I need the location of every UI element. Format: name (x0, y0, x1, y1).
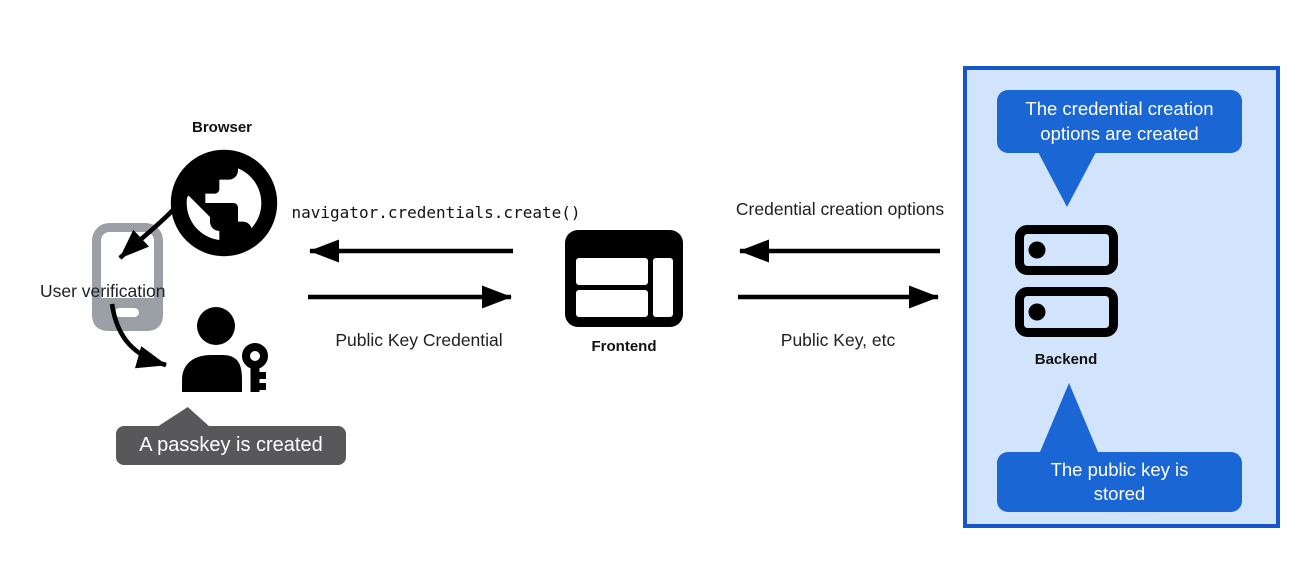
message-public-key-credential: Public Key Credential (335, 330, 503, 350)
user-verification-label: User verification (40, 281, 166, 301)
credential-options-bubble: The credential creation options are crea… (997, 90, 1242, 153)
message-public-key-etc: Public Key, etc (780, 330, 896, 350)
frontend-node-label: Frontend (591, 338, 657, 355)
public-key-stored-bubble: The public key is stored (997, 452, 1242, 512)
person-with-key-icon (182, 307, 268, 392)
message-navigator-credentials-create: navigator.credentials.create() (291, 203, 581, 222)
browser-node-label: Browser (191, 119, 253, 136)
backend-node-label: Backend (1034, 351, 1098, 368)
passkey-tooltip: A passkey is created (116, 426, 346, 465)
server-stack-icon (1015, 225, 1118, 337)
backend-panel: The credential creation options are crea… (963, 66, 1280, 528)
message-credential-creation-options: Credential creation options (735, 199, 945, 219)
public-key-stored-bubble-tail (1040, 383, 1098, 452)
globe-icon (170, 149, 278, 257)
arrow-phone-to-user (109, 303, 167, 369)
browser-window-icon (565, 230, 683, 327)
credential-options-bubble-tail (1038, 152, 1096, 207)
